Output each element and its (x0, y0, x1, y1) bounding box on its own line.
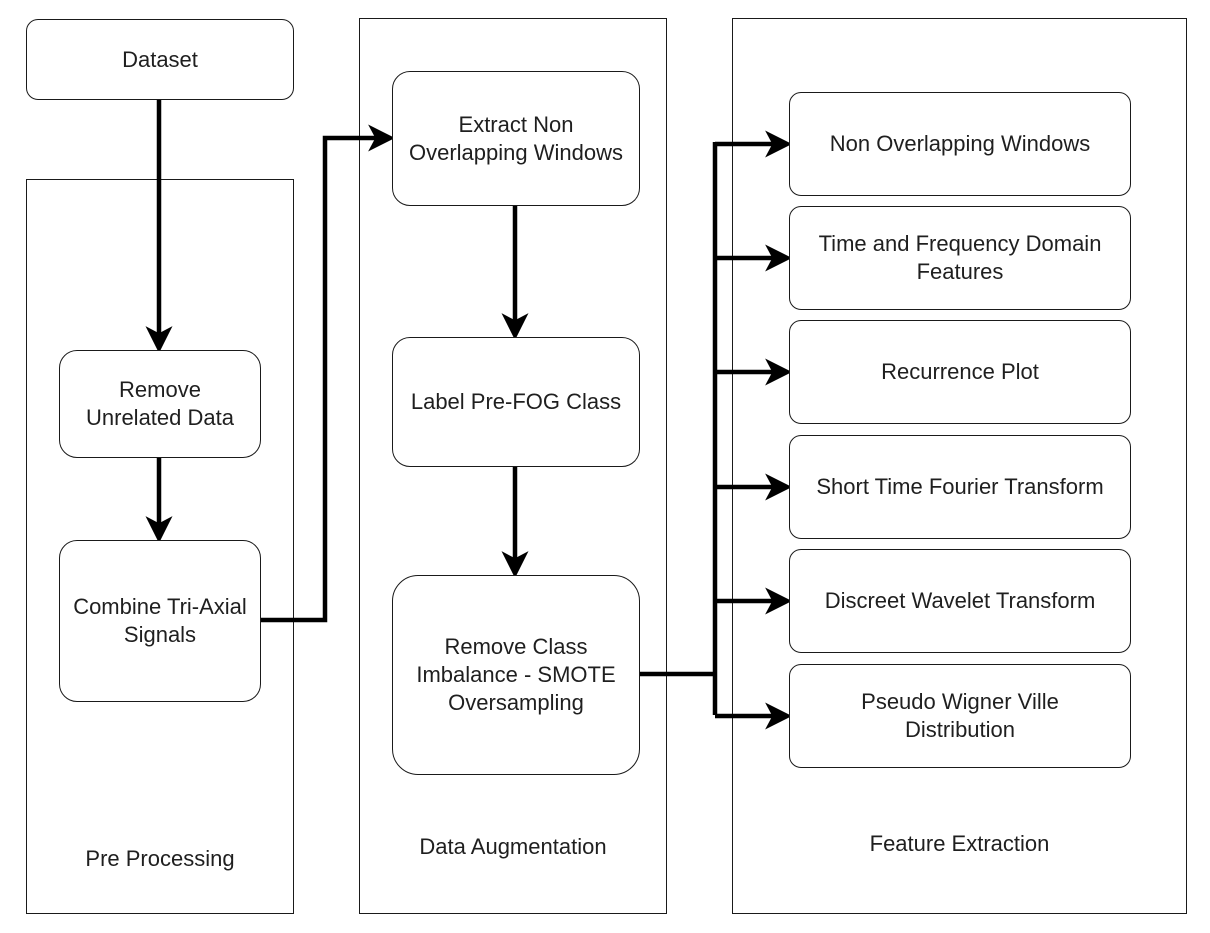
feature-node-non-overlapping-windows: Non Overlapping Windows (789, 92, 1131, 196)
label-prefog-class-node: Label Pre-FOG Class (392, 337, 640, 467)
combine-triaxial-signals-node: Combine Tri-Axial Signals (59, 540, 261, 702)
extract-windows-node: Extract Non Overlapping Windows (392, 71, 640, 206)
data-augmentation-label: Data Augmentation (419, 834, 607, 859)
feature-node-dwt: Discreet Wavelet Transform (789, 549, 1131, 653)
feature-node-stft: Short Time Fourier Transform (789, 435, 1131, 539)
remove-class-imbalance-node: Remove Class Imbalance - SMOTE Oversampl… (392, 575, 640, 775)
feature-node-recurrence-plot: Recurrence Plot (789, 320, 1131, 424)
pre-processing-label: Pre Processing (85, 846, 235, 871)
dataset-node: Dataset (26, 19, 294, 100)
feature-node-pseudo-wigner-ville: Pseudo Wigner Ville Distribution (789, 664, 1131, 768)
feature-extraction-label: Feature Extraction (869, 831, 1050, 856)
feature-node-time-frequency: Time and Frequency Domain Features (789, 206, 1131, 310)
remove-unrelated-data-node: Remove Unrelated Data (59, 350, 261, 458)
